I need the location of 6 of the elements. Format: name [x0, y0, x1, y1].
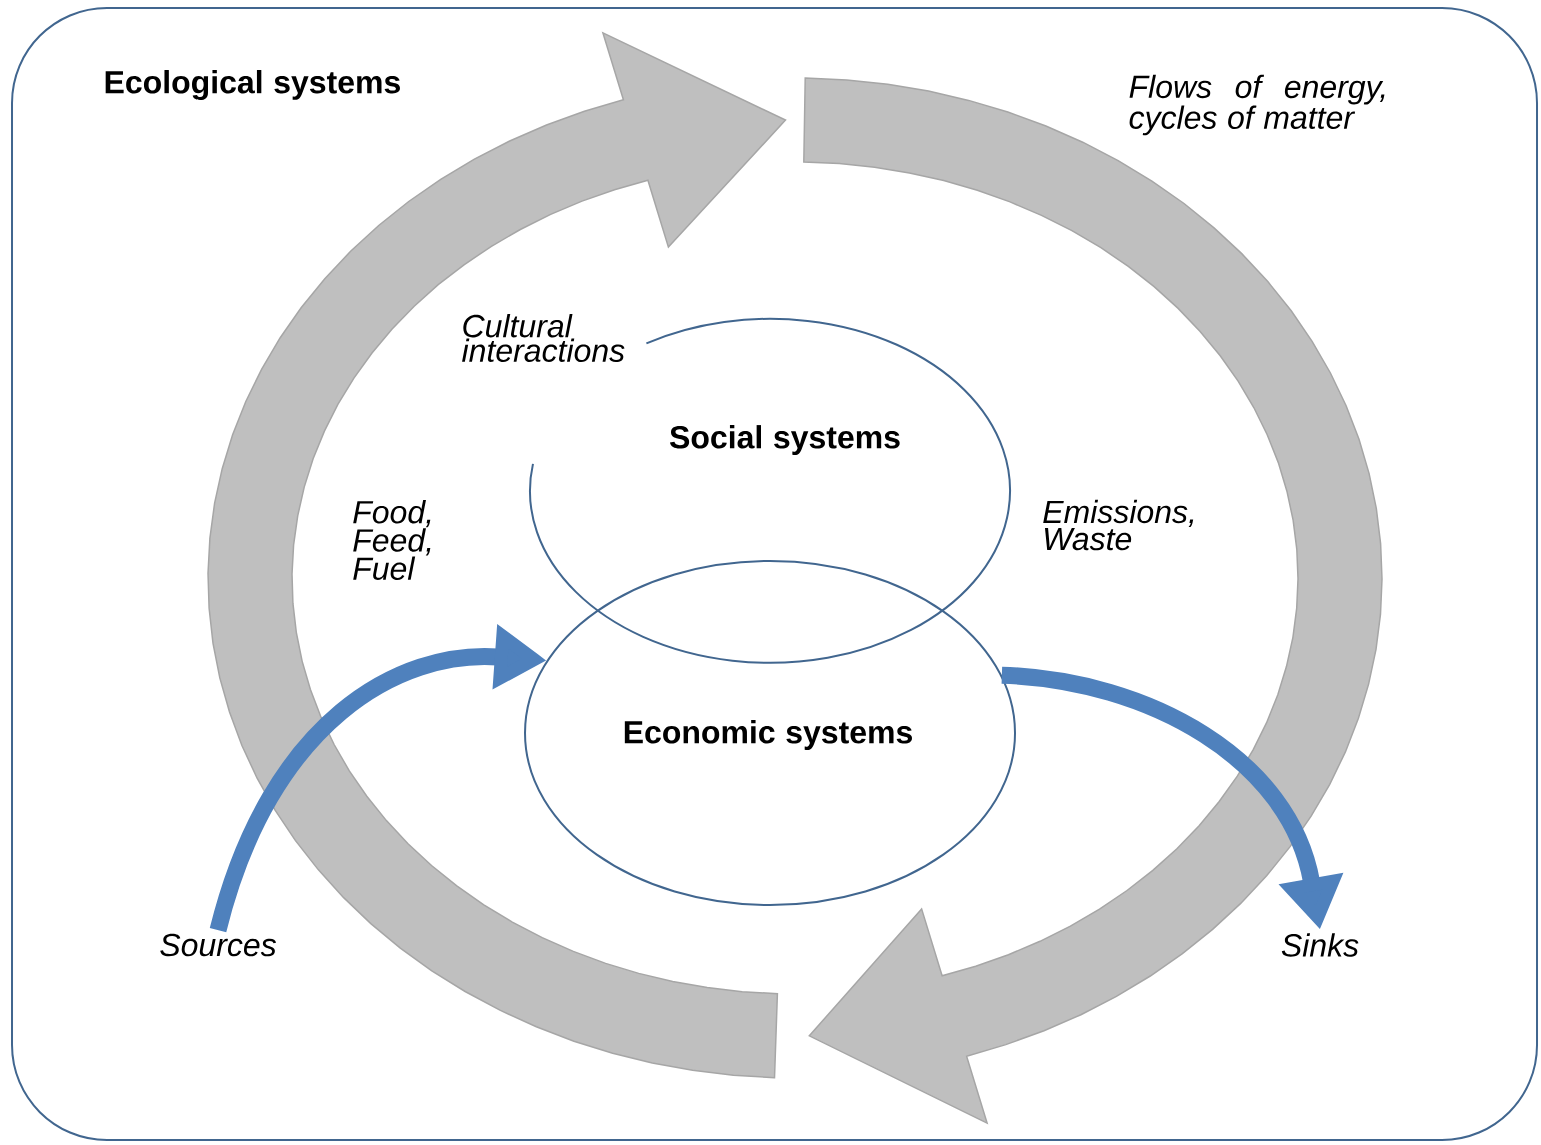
note-text: Cultural interactions [462, 314, 625, 362]
note-text: Flows of energy, cycles of matter [1129, 74, 1385, 136]
edge-label: Food, Feed, Fuel [353, 499, 431, 581]
place-label: Sources [160, 933, 277, 957]
place-label: Sinks [1281, 933, 1359, 957]
edge-label: Emissions, Waste [1043, 499, 1194, 551]
